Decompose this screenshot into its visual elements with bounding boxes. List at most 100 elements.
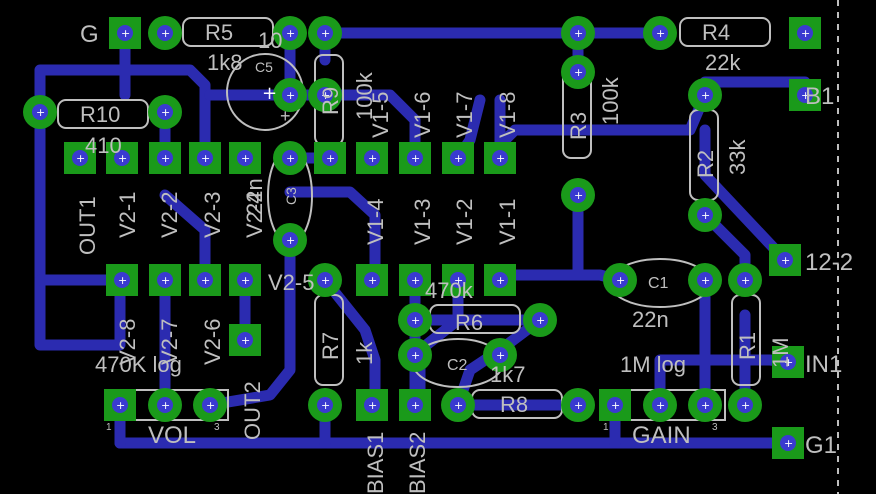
svg-text:+: + (321, 274, 330, 287)
square-pad: + (442, 142, 474, 174)
label-v1-4: V1-4 (363, 199, 388, 245)
svg-text:+: + (496, 274, 505, 287)
round-pad: + (561, 388, 595, 422)
square-pad: + (64, 142, 96, 174)
label-gain-pin1: 1 (603, 422, 609, 433)
square-pad: + (229, 264, 261, 296)
label-r9: R9 (318, 87, 343, 115)
svg-text:+: + (411, 274, 420, 287)
label-r9-value: 100k (352, 71, 377, 120)
round-pad: + (148, 95, 182, 129)
svg-text:+: + (574, 189, 583, 202)
round-pad: + (643, 16, 677, 50)
svg-text:+: + (536, 314, 545, 327)
r4-body (679, 17, 771, 47)
square-pad: + (314, 142, 346, 174)
label-gain: GAIN (632, 422, 691, 449)
svg-text:+: + (784, 437, 793, 450)
svg-text:+: + (656, 399, 665, 412)
c5-minus-mark: + (262, 83, 277, 104)
label-v1-6: V1-6 (410, 92, 435, 138)
label-c2: C2 (447, 357, 468, 374)
label-bias1: BIAS1 (363, 432, 388, 494)
label-r3-value: 100k (598, 76, 623, 125)
label-c5-value: 10 (258, 28, 282, 53)
round-pad: + (308, 16, 342, 50)
svg-text:+: + (368, 274, 377, 287)
square-pad: + (149, 142, 181, 174)
svg-text:+: + (454, 274, 463, 287)
square-pad: + (106, 264, 138, 296)
round-pad: + (603, 263, 637, 297)
label-v2-6: V2-6 (200, 319, 225, 365)
square-pad: + (229, 324, 261, 356)
round-pad: + (273, 16, 307, 50)
svg-text:+: + (206, 399, 215, 412)
label-v1-5: V1-5 (368, 92, 393, 138)
square-pad: + (769, 244, 801, 276)
label-out2: OUT2 (240, 381, 265, 440)
svg-text:+: + (454, 399, 463, 412)
label-v1-7: V1-7 (452, 92, 477, 138)
round-pad: + (308, 78, 342, 112)
svg-text:+: + (801, 27, 810, 40)
square-pad: + (106, 142, 138, 174)
label-v2-5: V2-5 (268, 270, 314, 295)
svg-text:+: + (286, 234, 295, 247)
square-pad: + (772, 346, 804, 378)
round-pad: + (728, 388, 762, 422)
svg-text:+: + (574, 399, 583, 412)
svg-text:+: + (454, 152, 463, 165)
svg-text:+: + (161, 399, 170, 412)
label-vol-value: 470K log (95, 352, 182, 377)
label-12-2: 12-2 (805, 249, 853, 276)
square-pad: + (399, 389, 431, 421)
round-pad: + (561, 16, 595, 50)
label-v2-4: V2-4 (242, 192, 267, 238)
square-pad: + (484, 264, 516, 296)
label-b1: B1 (805, 83, 834, 110)
svg-text:+: + (368, 152, 377, 165)
square-pad: + (189, 142, 221, 174)
svg-text:+: + (741, 274, 750, 287)
round-pad: + (308, 263, 342, 297)
label-gain-value: 1M log (620, 352, 686, 377)
svg-text:+: + (118, 152, 127, 165)
svg-text:+: + (286, 27, 295, 40)
svg-text:+: + (241, 274, 250, 287)
round-pad: + (441, 388, 475, 422)
svg-text:+: + (741, 399, 750, 412)
label-r10: R10 (80, 102, 120, 127)
label-c3-value: 22n (242, 178, 267, 215)
round-pad: + (148, 16, 182, 50)
label-r6: R6 (455, 310, 483, 335)
square-pad: + (399, 264, 431, 296)
svg-text:+: + (496, 349, 505, 362)
round-pad: + (523, 303, 557, 337)
svg-text:+: + (241, 334, 250, 347)
r10-body (57, 99, 149, 129)
label-r5-value: 1k8 (207, 50, 242, 75)
pads: + + + + + + + + + + + + + + + + + + + + + + + + + + + + + + + + + + + + + + + +… (23, 16, 821, 459)
square-pad: + (356, 389, 388, 421)
square-pad: + (789, 79, 821, 111)
svg-text:+: + (701, 209, 710, 222)
label-r1: R1 (735, 332, 760, 360)
label-vol-pin1: 1 (106, 422, 112, 433)
r5-body (182, 17, 274, 47)
label-v2-8: V2-8 (115, 319, 140, 365)
svg-text:+: + (321, 27, 330, 40)
label-r1-value: 1M (768, 337, 793, 368)
svg-text:+: + (701, 89, 710, 102)
round-pad: + (398, 303, 432, 337)
svg-text:+: + (118, 274, 127, 287)
svg-text:+: + (496, 152, 505, 165)
svg-text:+: + (321, 399, 330, 412)
label-gain-pin3: 3 (712, 422, 718, 433)
label-vol-pin3: 3 (214, 422, 220, 433)
svg-text:+: + (76, 152, 85, 165)
svg-text:+: + (121, 27, 130, 40)
round-pad: + (561, 178, 595, 212)
label-c3: C3 (283, 187, 299, 205)
